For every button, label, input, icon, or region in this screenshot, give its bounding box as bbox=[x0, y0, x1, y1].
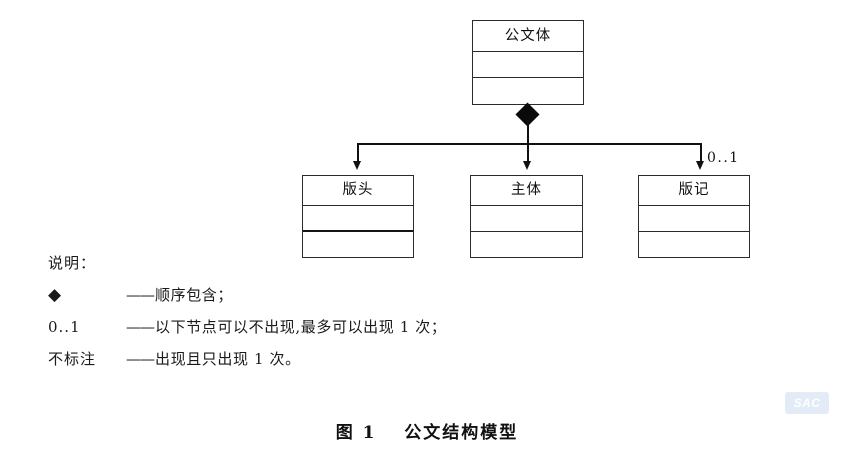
legend-heading: 说明： bbox=[48, 254, 97, 272]
uml-class-box-banji: 版记 bbox=[638, 175, 750, 258]
uml-class-operations-compartment bbox=[473, 78, 583, 104]
uml-class-name-zhuti: 主体 bbox=[511, 182, 542, 199]
uml-class-box-root: 公文体 bbox=[472, 20, 584, 105]
legend-description: 顺序包含； bbox=[155, 286, 234, 304]
uml-class-attributes-compartment bbox=[471, 206, 582, 232]
uml-class-title-compartment: 主体 bbox=[471, 176, 582, 206]
connector-root-stem bbox=[527, 120, 529, 144]
legend-description: 出现且只出现 1 次。 bbox=[155, 350, 301, 368]
legend-key-diamond-icon: ◆ bbox=[48, 285, 63, 305]
uml-class-title-compartment: 公文体 bbox=[473, 21, 583, 52]
multiplicity-label-banji: 0..1 bbox=[707, 150, 740, 166]
legend-row: 0..1 —— 以下节点可以不出现,最多可以出现 1 次； bbox=[48, 316, 608, 337]
uml-class-attributes-compartment bbox=[303, 206, 413, 232]
connector-branch-2 bbox=[527, 143, 529, 163]
legend-dash: —— bbox=[126, 350, 155, 368]
connector-branch-1 bbox=[357, 143, 359, 163]
uml-class-name-banshou: 版头 bbox=[342, 182, 374, 199]
legend-row: 不标注 —— 出现且只出现 1 次。 bbox=[48, 348, 608, 369]
connector-horizontal-bus bbox=[357, 143, 701, 145]
uml-class-attributes-compartment bbox=[639, 206, 749, 232]
figure-caption: 图 1 公文结构模型 bbox=[0, 418, 854, 443]
figure-number: 图 1 bbox=[335, 423, 377, 443]
legend-key-multiplicity: 0..1 bbox=[48, 318, 81, 336]
arrow-head-icon-1 bbox=[353, 161, 362, 170]
arrow-head-icon-2 bbox=[523, 161, 532, 170]
uml-class-name-banji: 版记 bbox=[678, 182, 710, 199]
figure-title: 公文结构模型 bbox=[404, 423, 519, 443]
uml-class-name-root: 公文体 bbox=[504, 27, 552, 44]
uml-class-box-banshou: 版头 bbox=[302, 175, 414, 258]
uml-class-operations-compartment bbox=[639, 232, 749, 257]
uml-class-attributes-compartment bbox=[473, 52, 583, 78]
legend-key-unlabeled: 不标注 bbox=[48, 350, 97, 368]
legend-block: 说明： ◆ —— 顺序包含； 0..1 —— 以下节点可以不出现,最多可以出现 … bbox=[48, 252, 608, 380]
legend-dash: —— bbox=[126, 318, 155, 336]
uml-class-title-compartment: 版记 bbox=[639, 176, 749, 206]
uml-class-box-zhuti: 主体 bbox=[470, 175, 583, 258]
legend-dash: —— bbox=[126, 286, 155, 304]
sac-watermark-logo: SAC bbox=[785, 392, 829, 414]
connector-branch-3 bbox=[700, 143, 702, 163]
arrow-head-icon-3 bbox=[696, 161, 705, 170]
legend-description: 以下节点可以不出现,最多可以出现 1 次； bbox=[155, 318, 447, 336]
uml-class-title-compartment: 版头 bbox=[303, 176, 413, 206]
legend-row: ◆ —— 顺序包含； bbox=[48, 284, 608, 305]
